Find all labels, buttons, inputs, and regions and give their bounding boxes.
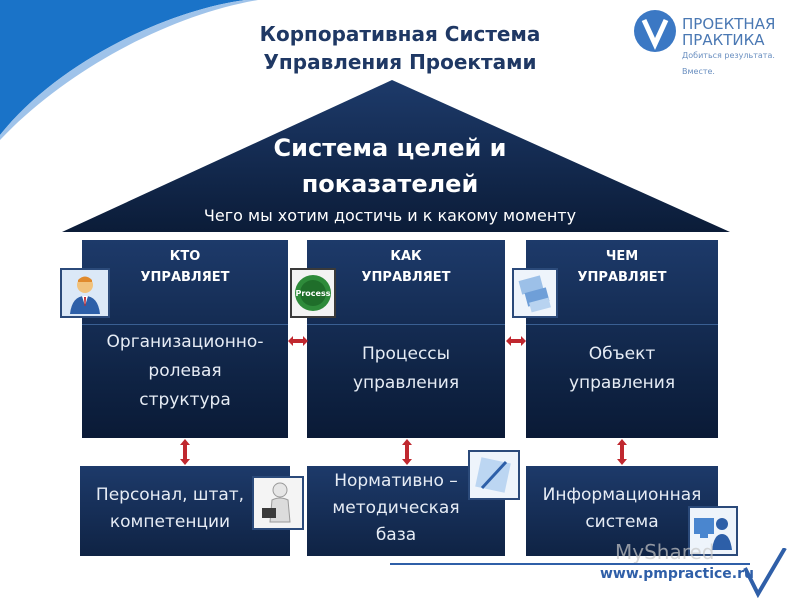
- arrow-how-down: [402, 439, 412, 465]
- pillar-what-icon-box: [512, 268, 558, 318]
- pillar-how-head-2: УПРАВЛЯЕТ: [361, 270, 451, 285]
- pillar-divider: [82, 324, 288, 325]
- base-infosystem-icon-box: [688, 506, 738, 556]
- pillar-what-head-1: ЧЕМ: [605, 249, 639, 264]
- pillar-how: КАК УПРАВЛЯЕТ Процессы управления: [307, 240, 505, 438]
- pillar-what: ЧЕМ УПРАВЛЯЕТ Объект управления: [526, 240, 718, 438]
- pillar-who-body-2: ролевая: [148, 361, 222, 381]
- pillar-who-icon-box: [60, 268, 110, 318]
- arrow-what-down: [617, 439, 627, 465]
- pillar-how-body-2: управления: [352, 373, 460, 393]
- process-gear-icon: Process: [292, 270, 334, 316]
- base-normative-line-1: Нормативно –: [334, 471, 458, 491]
- title-line-1: Корпоративная Система: [259, 22, 541, 46]
- base-infosystem-line-2: система: [585, 512, 659, 532]
- base-personnel-line-2: компетенции: [109, 512, 231, 532]
- base-normative-icon-box: [468, 450, 520, 500]
- arrow-who-down: [180, 439, 190, 465]
- pp-logo-icon: [634, 10, 676, 52]
- pillar-who-body-1: Организационно-: [106, 332, 264, 352]
- roof-title-line-1: Система целей и: [273, 134, 507, 162]
- pillar-how-body-1: Процессы: [361, 344, 451, 364]
- computer-user-icon: [690, 508, 736, 554]
- base-normative-line-2: методическая: [332, 498, 460, 518]
- base-personnel-icon-box: [252, 476, 304, 530]
- base-normative-line-3: база: [375, 525, 417, 545]
- footer-url[interactable]: www.pmpractice.ru: [600, 566, 754, 582]
- pillar-who-body-3: структура: [139, 390, 231, 410]
- pen-document-icon: [470, 452, 518, 498]
- pillar-what-body-2: управления: [568, 373, 676, 393]
- page-title: Корпоративная Система Управления Проекта…: [190, 20, 610, 76]
- watermark: MyShared: [615, 540, 715, 564]
- pillar-divider: [526, 324, 718, 325]
- pillar-what-body-1: Объект: [588, 344, 656, 364]
- roof-title-line-2: показателей: [301, 170, 479, 198]
- logo-line-2: ПРАКТИКА: [682, 31, 765, 49]
- process-icon-label: Process: [296, 289, 331, 298]
- documents-icon: [514, 270, 556, 316]
- roof-subtitle: Чего мы хотим достичь и к какому моменту: [203, 206, 577, 225]
- logo-text: ПРОЕКТНАЯ ПРАКТИКА Добиться результата. …: [682, 16, 800, 80]
- footer-swoosh: [390, 548, 787, 598]
- arrow-how-what: [506, 336, 526, 346]
- roof-triangle: [62, 80, 730, 232]
- title-line-2: Управления Проектами: [263, 50, 537, 74]
- pillar-divider: [307, 324, 505, 325]
- base-infosystem-line-1: Информационная: [542, 485, 702, 505]
- base-personnel-line-1: Персонал, штат,: [95, 485, 245, 505]
- pillar-how-head-1: КАК: [390, 249, 422, 264]
- arrow-who-how: [288, 336, 308, 346]
- logo-tagline: Добиться результата. Вместе.: [682, 51, 775, 76]
- roof-text: Система целей и показателей Чего мы хоти…: [120, 130, 660, 228]
- logo-line-1: ПРОЕКТНАЯ: [682, 15, 776, 33]
- pillar-who-head-1: КТО: [169, 249, 201, 264]
- corner-swoosh: [0, 0, 258, 140]
- person-with-briefcase-icon: [254, 478, 302, 528]
- pillar-who: КТО УПРАВЛЯЕТ Организационно- ролевая ст…: [82, 240, 288, 438]
- businessman-icon: [62, 270, 108, 316]
- pillar-how-icon-box: Process: [290, 268, 336, 318]
- base-infosystem: Информационная система: [526, 466, 718, 556]
- pillar-who-head-2: УПРАВЛЯЕТ: [140, 270, 230, 285]
- pillar-what-head-2: УПРАВЛЯЕТ: [577, 270, 667, 285]
